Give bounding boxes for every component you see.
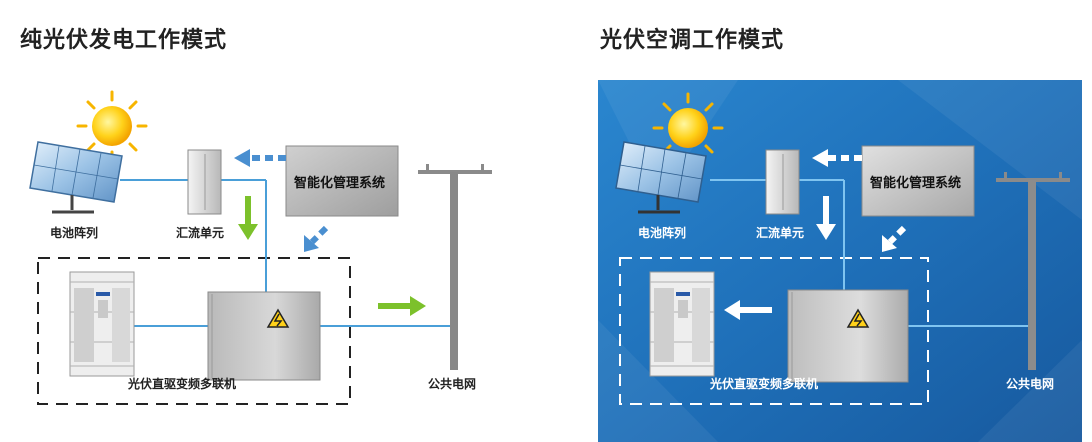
diagram-pv-generation: 电池阵列 汇流单元 智能化管理系统 光伏直驱变频多联机 公共电网 xyxy=(8,80,492,442)
cabinet-icon xyxy=(187,149,222,215)
flow-arrow-down xyxy=(238,196,258,240)
label-solar-array: 电池阵列 xyxy=(50,226,99,240)
system-boundary xyxy=(619,257,929,405)
diagram-left-graphics xyxy=(29,90,492,405)
label-combiner-unit: 汇流单元 xyxy=(176,226,225,240)
high-voltage-icon xyxy=(266,308,290,328)
control-arrow-to-combiner xyxy=(234,149,286,167)
label-combiner-unit: 汇流单元 xyxy=(756,226,805,240)
sun-icon xyxy=(76,90,148,162)
control-arrow-to-combiner xyxy=(812,149,862,167)
flow-arrow-down xyxy=(816,196,836,240)
diagram-pv-air-conditioning: 电池阵列 汇流单元 智能化管理系统 光伏直驱变频多联机 公共电网 xyxy=(598,80,1082,442)
connection-lines xyxy=(120,179,454,327)
label-solar-array: 电池阵列 xyxy=(638,226,687,240)
system-boundary xyxy=(37,257,351,405)
flow-arrow-to-ac-unit xyxy=(724,300,772,320)
label-public-grid: 公共电网 xyxy=(1006,377,1055,391)
flow-arrow-to-grid xyxy=(378,296,426,316)
inverter-box-icon xyxy=(787,289,909,383)
management-box-icon xyxy=(285,145,399,217)
diagram-right-graphics xyxy=(598,80,1082,442)
utility-pole-icon xyxy=(996,172,1070,370)
inverter-box-icon xyxy=(207,291,321,381)
solar-panel-icon xyxy=(29,141,123,214)
label-management-system: 智能化管理系统 xyxy=(870,176,962,191)
high-voltage-icon xyxy=(846,308,870,328)
ac-unit-icon xyxy=(649,271,715,377)
label-public-grid: 公共电网 xyxy=(428,377,477,391)
connection-lines xyxy=(710,179,1030,327)
panel-title-right: 光伏空调工作模式 xyxy=(600,28,785,53)
label-pv-multi-unit: 光伏直驱变频多联机 xyxy=(128,377,237,391)
label-pv-multi-unit: 光伏直驱变频多联机 xyxy=(710,377,819,391)
solar-panel-icon xyxy=(615,141,707,214)
control-arrow-to-units xyxy=(882,225,907,252)
management-box-icon xyxy=(861,145,975,217)
cabinet-icon xyxy=(765,149,800,215)
ac-unit-icon xyxy=(69,271,135,377)
control-arrow-to-units xyxy=(304,225,329,252)
utility-pole-icon xyxy=(418,164,492,370)
label-management-system: 智能化管理系统 xyxy=(294,176,386,191)
panel-title-left: 纯光伏发电工作模式 xyxy=(20,28,228,53)
background-facets xyxy=(598,80,1082,442)
